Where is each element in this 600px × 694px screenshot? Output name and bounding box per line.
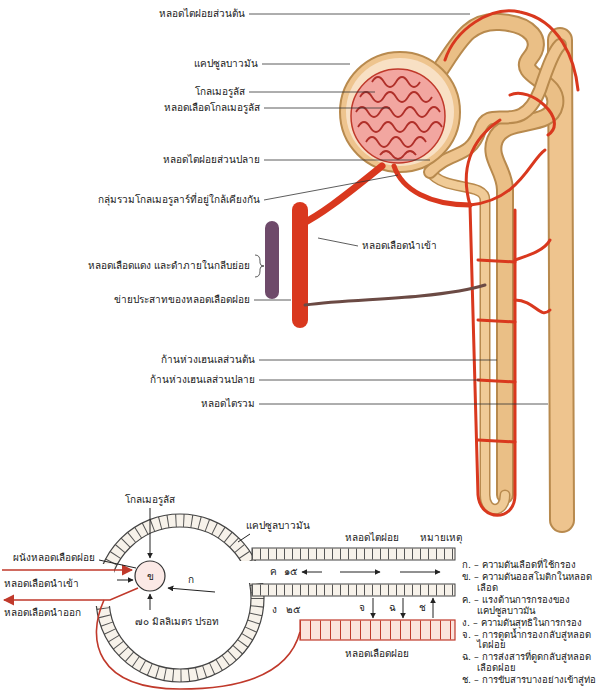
part-label: โกลเมอรูลัส xyxy=(125,494,175,507)
part-label: หลอดไตฝอย xyxy=(345,532,399,545)
pressure-value: ๑๕ xyxy=(284,566,298,579)
capillary-network xyxy=(445,11,578,515)
capillary-schematic xyxy=(300,620,455,640)
part-label: ๗๐ มิลลิเมตร ปรอท xyxy=(135,616,219,629)
lobular-vessels xyxy=(272,166,485,320)
note-item: ก. – ความดันเลือดที่ใช้กรอง xyxy=(462,560,596,571)
part-label: ผนังหลอดเลือดฝอย xyxy=(13,552,95,565)
callout-letter: ฉ xyxy=(389,602,396,615)
part-label: หลอดเลือดฝอย xyxy=(345,648,409,661)
part-label: หลอดเลือดนำเข้า xyxy=(4,578,79,591)
leader-line xyxy=(249,14,548,404)
part-label: กลุ่มรวมโกลเมอรูลาร์ที่อยู่ใกล้เคียงกัน xyxy=(98,194,260,207)
notes-list: ก. – ความดันเลือดที่ใช้กรองข. – ความดันอ… xyxy=(462,560,596,687)
part-label: หลอดไตรวม xyxy=(201,398,255,411)
part-label: ก้านห่วงเฮนเลส่วนต้น xyxy=(161,354,255,367)
circle-outline xyxy=(135,561,165,591)
circle-letter: ข xyxy=(147,569,154,584)
part-label: หมายเหตุ xyxy=(420,532,462,545)
pressure-value: ๒๕ xyxy=(286,604,301,617)
part-label: โกลเมอรูลัส xyxy=(195,86,245,99)
part-label: หลอดไตฝอยส่วนต้น xyxy=(159,8,245,21)
glomerulus-capsule xyxy=(340,52,460,172)
part-label: ก้านห่วงเฮนเลส่วนปลาย xyxy=(150,374,255,387)
part-label: หลอดเลือดนำเข้า xyxy=(362,240,437,253)
callout-letter: จ xyxy=(359,602,365,615)
note-item: ช. – การขับสารบางอย่างเข้าสู่ท่อ xyxy=(462,675,596,686)
callout-letter: ช xyxy=(419,602,426,615)
part-label: ข่ายประสาทของหลอดเลือดฝอย xyxy=(114,294,250,307)
part-label: หลอดไตฝอยส่วนปลาย xyxy=(163,154,260,167)
note-item: ง. – ความดันสุทธิในการกรอง xyxy=(462,618,596,629)
note-item: ฉ. – การส่งสารที่ดูดกลับสู่หลอดเลือดฝอย xyxy=(462,652,596,674)
note-item: จ. – การดูดน้ำกรองกลับสู่หลอดไตฝอย xyxy=(462,630,596,652)
part-label: แคปซูลบาวมัน xyxy=(194,58,258,71)
part-label: หลอดเลือดนำออก xyxy=(4,607,81,620)
callout-letter: ค xyxy=(270,566,277,579)
note-item: ข. – ความดันออสโมติกในหลอดเลือด xyxy=(462,572,596,594)
callout-letter: ง xyxy=(272,604,277,617)
tubule-schematic xyxy=(238,548,455,596)
part-label: แคปซูลบาวมัน xyxy=(246,520,310,533)
part-label: หลอดเลือดแดง และดำภายในกลีบย่อย xyxy=(88,260,250,273)
glomerulus-circle: ข xyxy=(134,560,166,592)
note-item: ค. – แรงต้านการกรองของแคปซูลบาวมัน xyxy=(462,595,596,617)
pressure-arrow xyxy=(99,508,440,618)
callout-letter: ก xyxy=(188,574,194,587)
part-label: หลอดเลือดโกลเมอรูลัส xyxy=(164,102,260,115)
